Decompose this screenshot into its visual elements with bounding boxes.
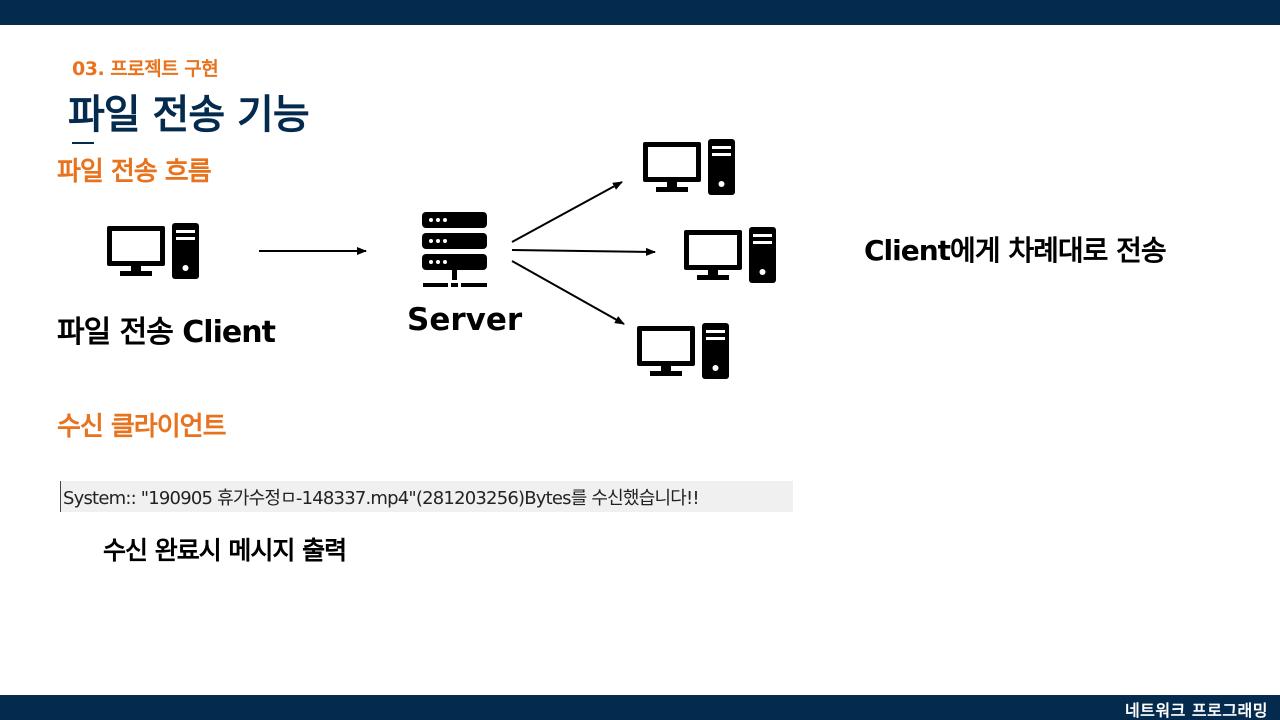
receiver-computer-icon	[637, 323, 729, 379]
send-order-description: Client에게 차례대로 전송	[864, 234, 1167, 267]
console-message: System:: "190905 휴가수정ㅁ-148337.mp4"(28120…	[63, 488, 700, 509]
section-label: 03. 프로젝트 구현	[72, 58, 219, 80]
console-output-box: System:: "190905 휴가수정ㅁ-148337.mp4"(28120…	[60, 481, 793, 512]
bottom-bar: 네트워크 프로그래밍	[0, 695, 1280, 720]
receive-client-heading: 수신 클라이언트	[57, 412, 226, 442]
flow-heading: 파일 전송 흐름	[57, 157, 212, 187]
sender-client-label: 파일 전송 Client	[57, 315, 276, 350]
arrow-icon	[511, 247, 656, 256]
top-bar	[0, 0, 1280, 25]
arrow-icon	[511, 181, 623, 243]
arrow-icon	[511, 260, 625, 325]
receiver-computer-icon	[684, 227, 776, 283]
page-title: 파일 전송 기능	[68, 92, 310, 138]
title-underline	[72, 142, 94, 144]
sender-computer-icon	[107, 223, 199, 279]
receiver-computer-icon	[643, 139, 735, 195]
completion-caption: 수신 완료시 메시지 출력	[103, 536, 347, 565]
server-label: Server	[407, 302, 523, 338]
footer-title: 네트워크 프로그래밍	[1124, 701, 1268, 720]
server-icon	[422, 212, 487, 287]
